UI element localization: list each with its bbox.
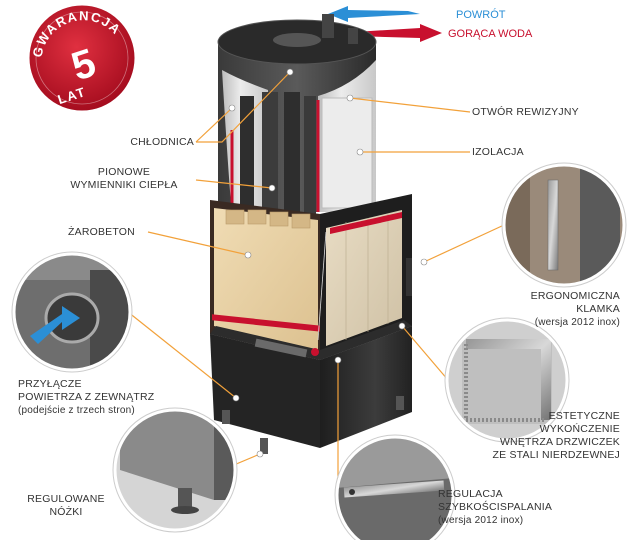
label-otwor: OTWÓR REWIZYJNY	[472, 106, 579, 118]
detail-combustion-regulator	[334, 434, 456, 540]
label-pionowe: PIONOWE WYMIENNIKI CIEPŁA	[54, 166, 194, 192]
label-regulacja-line3: (wersja 2012 inox)	[438, 515, 524, 526]
water-arrows: POWRÓT GORĄCA WODA	[328, 6, 533, 42]
label-przylacze-line3: (podejście z trzech stron)	[18, 405, 135, 416]
label-klamka: ERGONOMICZNA KLAMKA (wersja 2012 inox)	[470, 290, 620, 329]
label-wykonczenie-line1: ESTETYCZNE	[548, 410, 620, 422]
foot-3	[396, 396, 404, 410]
leader-dots	[228, 68, 428, 458]
detail-air-inlet	[11, 251, 133, 373]
label-nozki: REGULOWANE NÓŻKI	[26, 493, 106, 519]
label-zarobeton: ŻAROBETON	[68, 226, 135, 238]
label-klamka-line1: ERGONOMICZNA	[530, 290, 620, 302]
detail-adjustable-feet	[112, 407, 238, 533]
leader-lines	[127, 71, 505, 498]
label-wykonczenie-line3: WNĘTRZA DRZWICZEK	[499, 436, 620, 448]
foot-1	[222, 410, 230, 424]
label-nozki-line1: REGULOWANE	[27, 493, 105, 505]
foot-2	[260, 438, 268, 454]
door-handle	[406, 258, 412, 296]
return-label: POWRÓT	[456, 8, 506, 21]
label-regulacja-line1: REGULACJA	[438, 488, 503, 500]
return-arrow	[328, 6, 420, 22]
inspection-panel	[321, 97, 373, 209]
label-klamka-line2: KLAMKA	[576, 303, 620, 315]
detail-handle	[501, 162, 627, 288]
label-pionowe-line1: PIONOWE	[97, 166, 151, 178]
label-chlodnica: CHŁODNICA	[130, 136, 194, 148]
air-regulator	[254, 338, 308, 358]
label-przylacze-line2: POWIETRZA Z ZEWNĄTRZ	[18, 391, 155, 403]
exchanger-pipe-4	[304, 96, 316, 214]
label-pionowe-line2: WYMIENNIKI CIEPŁA	[70, 179, 178, 191]
firebrick-lining	[214, 208, 318, 350]
base-front	[320, 326, 412, 448]
label-izolacja: IZOLACJA	[472, 146, 524, 158]
handle-bar	[547, 179, 559, 271]
stove-illustration	[210, 14, 412, 454]
hot-water-label: GORĄCA WODA	[448, 28, 533, 40]
warranty-badge: GWARANCJA 5 LAT	[26, 2, 138, 114]
foot-bolt	[178, 488, 192, 510]
label-nozki-line2: NÓŻKI	[49, 506, 83, 518]
exchanger-pipe-3	[284, 92, 300, 214]
label-regulacja: REGULACJA SZYBKOŚCISPALANIA (wersja 2012…	[438, 488, 552, 527]
pipe-return	[322, 14, 334, 38]
exchanger-pipe-2	[262, 92, 278, 214]
label-przylacze: PRZYŁĄCZE POWIETRZA Z ZEWNĄTRZ (podejści…	[18, 378, 154, 417]
regulator-slider	[343, 480, 445, 498]
exchanger-pipe-1	[240, 96, 254, 214]
label-klamka-line3: (wersja 2012 inox)	[534, 317, 620, 328]
detail-door-interior	[444, 317, 570, 443]
glass-door	[326, 210, 402, 346]
label-wykonczenie: ESTETYCZNE WYKOŃCZENIE WNĘTRZA DRZWICZEK…	[470, 410, 620, 462]
label-wykonczenie-line4: ZE STALI NIERDZEWNEJ	[492, 449, 620, 461]
label-wykonczenie-line2: WYKOŃCZENIE	[539, 423, 620, 435]
base-left	[210, 334, 320, 448]
air-inlet-arrow	[30, 306, 80, 344]
pipe-hot	[348, 28, 358, 44]
hot-water-arrow	[354, 24, 442, 42]
label-przylacze-line1: PRZYŁĄCZE	[18, 378, 82, 390]
label-regulacja-line2: SZYBKOŚCISPALANIA	[438, 501, 553, 513]
